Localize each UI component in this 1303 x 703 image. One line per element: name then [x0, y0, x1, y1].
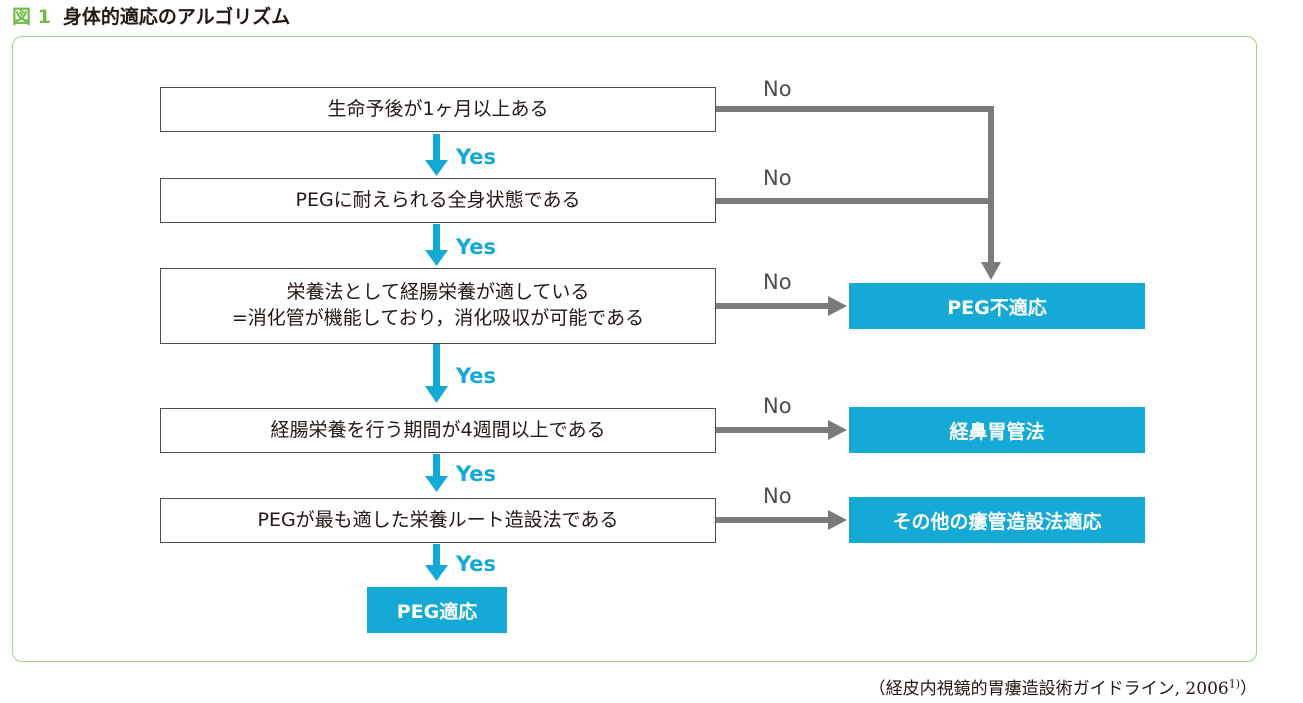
outcome-peg-inappropriate: PEG不適応: [849, 283, 1145, 329]
outcome-other-fistula: その他の瘻管造設法適応: [849, 497, 1145, 543]
step-4-box: 経腸栄養を行う期間が4週間以上である: [160, 408, 716, 453]
yes-label-2: Yes: [456, 235, 497, 259]
step-4-text: 経腸栄養を行う期間が4週間以上である: [270, 418, 606, 441]
yes-label-4: Yes: [456, 462, 497, 486]
diagram-frame: [12, 36, 1257, 662]
step-1-box: 生命予後が1ヶ月以上ある: [160, 87, 716, 132]
no-label-1: No: [763, 77, 792, 101]
source-close: ）: [1240, 679, 1257, 699]
no-label-4: No: [763, 394, 792, 418]
figure-title: 図 1 身体的適応のアルゴリズム: [12, 2, 290, 29]
figure-title-text: 身体的適応のアルゴリズム: [62, 6, 291, 28]
step-3-text: 栄養法として経腸栄養が適している =消化管が機能しており，消化吸収が可能である: [231, 281, 645, 329]
step-5-text: PEGが最も適した栄養ルート造設法である: [257, 508, 619, 531]
figure-number: 図 1: [12, 6, 51, 28]
step-2-box: PEGに耐えられる全身状態である: [160, 178, 716, 223]
yes-label-3: Yes: [456, 364, 497, 388]
yes-arrows: [425, 134, 448, 581]
source-citation: （経皮内視鏡的胃瘻造設術ガイドライン, 20061)）: [869, 674, 1257, 699]
yes-label-1: Yes: [456, 145, 497, 169]
source-text: （経皮内視鏡的胃瘻造設術ガイドライン, 2006: [868, 679, 1229, 699]
outcome-nasogastric: 経鼻胃管法: [849, 407, 1145, 453]
source-ref: 1): [1228, 677, 1240, 691]
step-5-box: PEGが最も適した栄養ルート造設法である: [160, 498, 716, 543]
step-1-text: 生命予後が1ヶ月以上ある: [327, 97, 549, 120]
step-3-box: 栄養法として経腸栄養が適している =消化管が機能しており，消化吸収が可能である: [160, 268, 716, 344]
no-arrowheads: [828, 262, 1001, 530]
no-label-3: No: [763, 270, 792, 294]
step-2-text: PEGに耐えられる全身状態である: [295, 188, 581, 211]
yes-label-5: Yes: [456, 552, 497, 576]
no-label-2: No: [763, 166, 792, 190]
no-label-5: No: [763, 484, 792, 508]
no-arrows: [716, 106, 994, 523]
outcome-peg-appropriate: PEG適応: [367, 587, 507, 633]
